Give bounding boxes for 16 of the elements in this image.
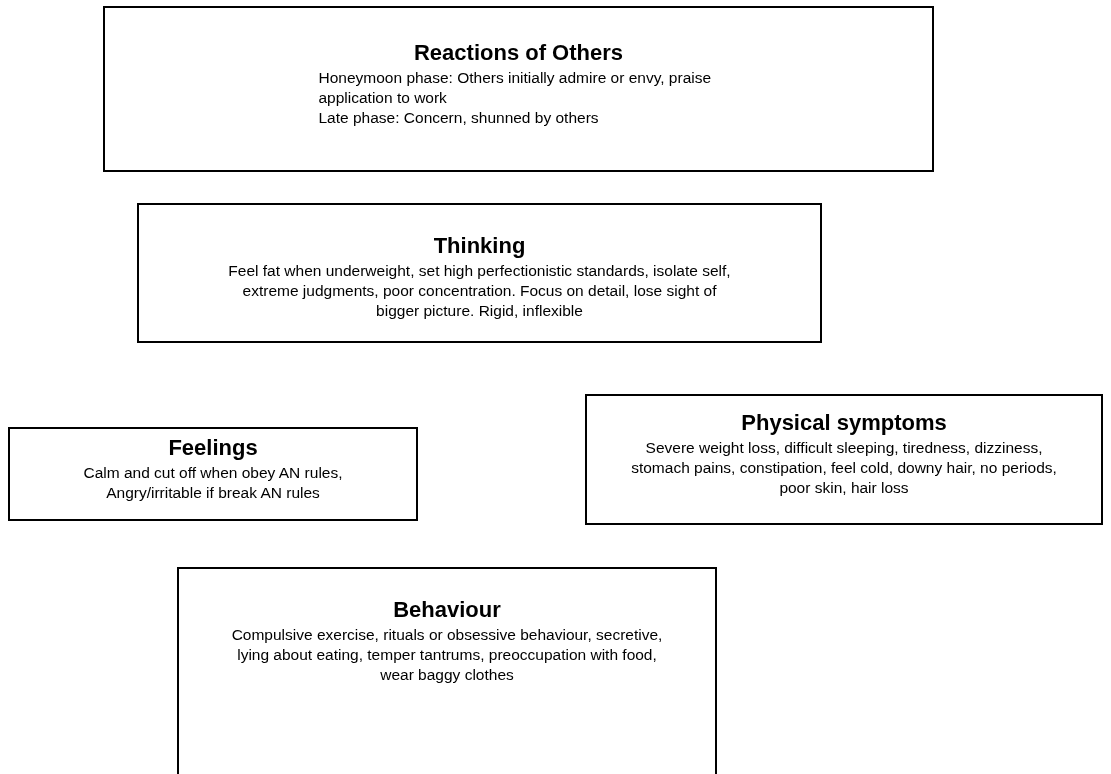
box-heading: Thinking <box>433 233 526 259</box>
text-box <box>585 394 1103 525</box>
box-heading: Feelings <box>168 435 258 461</box>
box-heading: Reactions of Others <box>413 40 623 66</box>
box-body-text: Feel fat when underweight, set high perfectionistic standards, isolate self, extreme judgments, poor concentration. Focus on detail, lose sight of bigger picture. Rigid, inflexible <box>227 261 732 321</box>
box-heading: Behaviour <box>393 597 501 623</box>
text-box <box>177 567 717 774</box>
text-box <box>8 427 418 521</box>
box-body-text: Late phase: Concern, shunned by others <box>318 108 600 128</box>
text-box <box>137 203 822 343</box>
text-box <box>103 6 934 172</box>
box-body-text: Calm and cut off when obey AN rules, Angry/irritable if break AN rules <box>82 463 344 503</box>
box-body-text: Severe weight loss, difficult sleeping, tiredness, dizziness, stomach pains, constipation, feel cold, downy hair, no periods, poor skin, hair loss <box>630 438 1058 498</box>
box-body-text: Honeymoon phase: Others initially admire or envy, praise application to work <box>318 68 713 108</box>
box-body-text: Compulsive exercise, rituals or obsessive behaviour, secretive, lying about eating, temper tantrums, preoccupation with food, wear baggy clothes <box>230 625 664 685</box>
box-heading: Physical symptoms <box>741 410 947 436</box>
